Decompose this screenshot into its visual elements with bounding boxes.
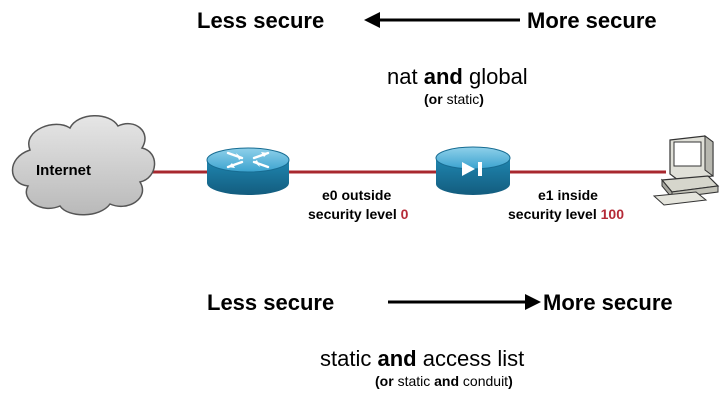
inside-line2: security level 100 — [508, 205, 624, 224]
top-alt-or: or — [428, 91, 443, 107]
bottom-alt-conj: and — [434, 373, 460, 389]
less-secure-bottom-label: Less secure — [207, 290, 335, 315]
outside-line2: security level 0 — [308, 205, 408, 224]
top-cmd-part2: global — [468, 64, 528, 89]
more-secure-top-label: More secure — [527, 8, 657, 33]
top-alt-word: static — [446, 91, 480, 107]
firewall-icon — [435, 146, 511, 195]
paren-open: ( — [424, 91, 429, 107]
top-cmd-part1: nat — [387, 64, 418, 89]
bottom-cmd-conj: and — [377, 346, 417, 371]
inside-level-prefix: security level — [508, 206, 597, 222]
top-alternative: (or static) — [424, 91, 484, 107]
paren-open: ( — [375, 373, 380, 389]
outside-level-prefix: security level — [308, 206, 397, 222]
paren-close: ) — [508, 373, 513, 389]
top-command: nat and global — [387, 64, 528, 90]
inside-interface-label: e1 inside security level 100 — [508, 186, 624, 224]
paren-close: ) — [479, 91, 484, 107]
bottom-alt-word2: conduit — [462, 373, 509, 389]
bottom-alt-or: or — [379, 373, 394, 389]
bottom-alt-word1: static — [397, 373, 431, 389]
more-secure-bottom-label: More secure — [543, 290, 673, 315]
pc-icon — [652, 135, 720, 206]
bottom-cmd-part2: access list — [422, 346, 525, 371]
top-cmd-conj: and — [423, 64, 463, 89]
outside-level-value: 0 — [400, 206, 409, 222]
bottom-alternative: (or static and conduit) — [375, 373, 513, 389]
outside-line1: e0 outside — [322, 187, 392, 203]
less-secure-top-label: Less secure — [197, 8, 325, 33]
arrow-right-icon — [388, 294, 541, 310]
inside-level-value: 100 — [600, 206, 624, 222]
outside-interface-label: e0 outside security level 0 — [308, 186, 408, 224]
internet-label: Internet — [36, 162, 92, 179]
router-icon — [206, 147, 290, 195]
inside-line1: e1 inside — [538, 187, 598, 203]
bottom-cmd-part1: static — [320, 346, 372, 371]
bottom-command: static and access list — [320, 346, 524, 372]
arrow-left-icon — [364, 12, 520, 28]
cloud-icon — [11, 115, 156, 216]
